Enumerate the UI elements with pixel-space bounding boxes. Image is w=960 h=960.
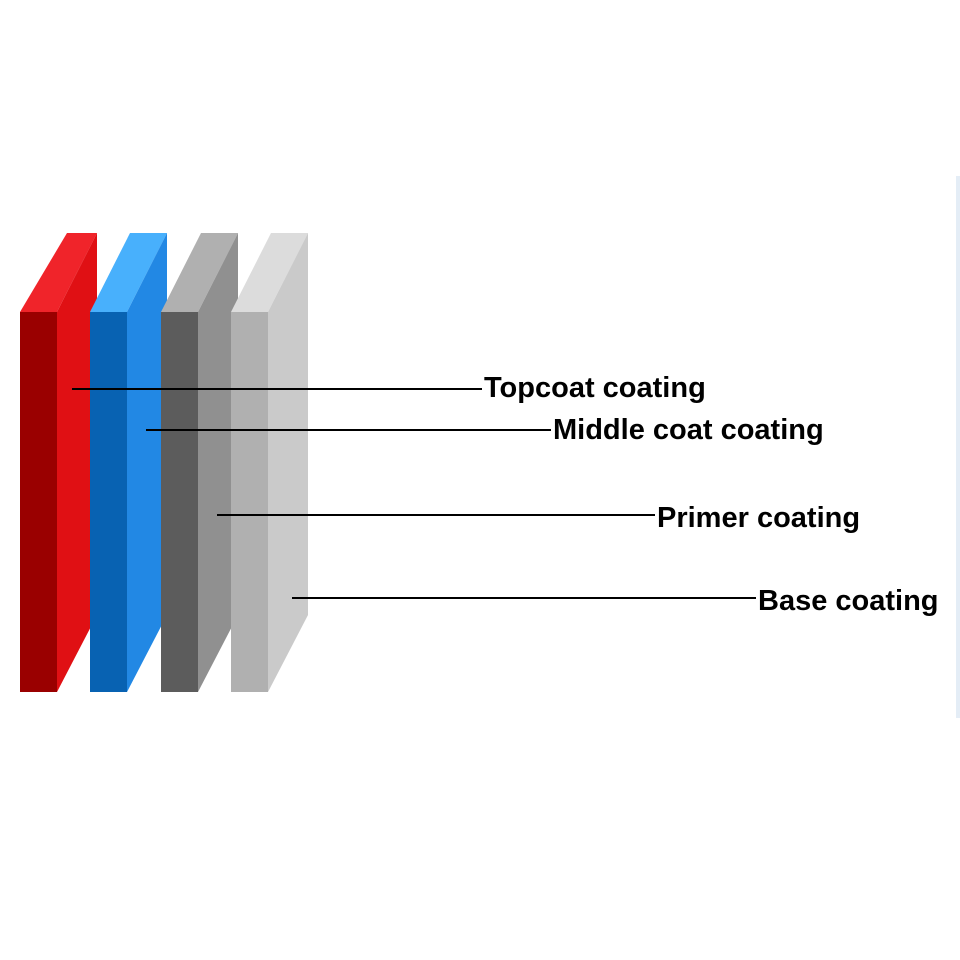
slab-side-face xyxy=(127,233,167,692)
label-primer: Primer coating xyxy=(657,502,861,534)
slab-front-face xyxy=(231,312,268,692)
label-base: Base coating xyxy=(758,585,939,617)
right-edge-strip xyxy=(956,176,960,718)
layer-slab-middle xyxy=(90,233,167,692)
slab-top-face xyxy=(161,233,238,312)
slab-side-face xyxy=(268,233,308,692)
slab-front-face xyxy=(90,312,127,692)
label-topcoat: Topcoat coating xyxy=(484,372,706,404)
layer-slab-base xyxy=(231,233,308,692)
slab-side-face xyxy=(198,233,238,692)
layer-slab-topcoat xyxy=(20,233,97,692)
slab-side-face xyxy=(57,233,97,692)
slab-front-face xyxy=(161,312,198,692)
label-middle-coat: Middle coat coating xyxy=(553,414,824,446)
slab-top-face xyxy=(231,233,308,312)
slab-top-face xyxy=(20,233,97,312)
slab-front-face xyxy=(20,312,57,692)
layer-slab-primer xyxy=(161,233,238,692)
slab-top-face xyxy=(90,233,167,312)
